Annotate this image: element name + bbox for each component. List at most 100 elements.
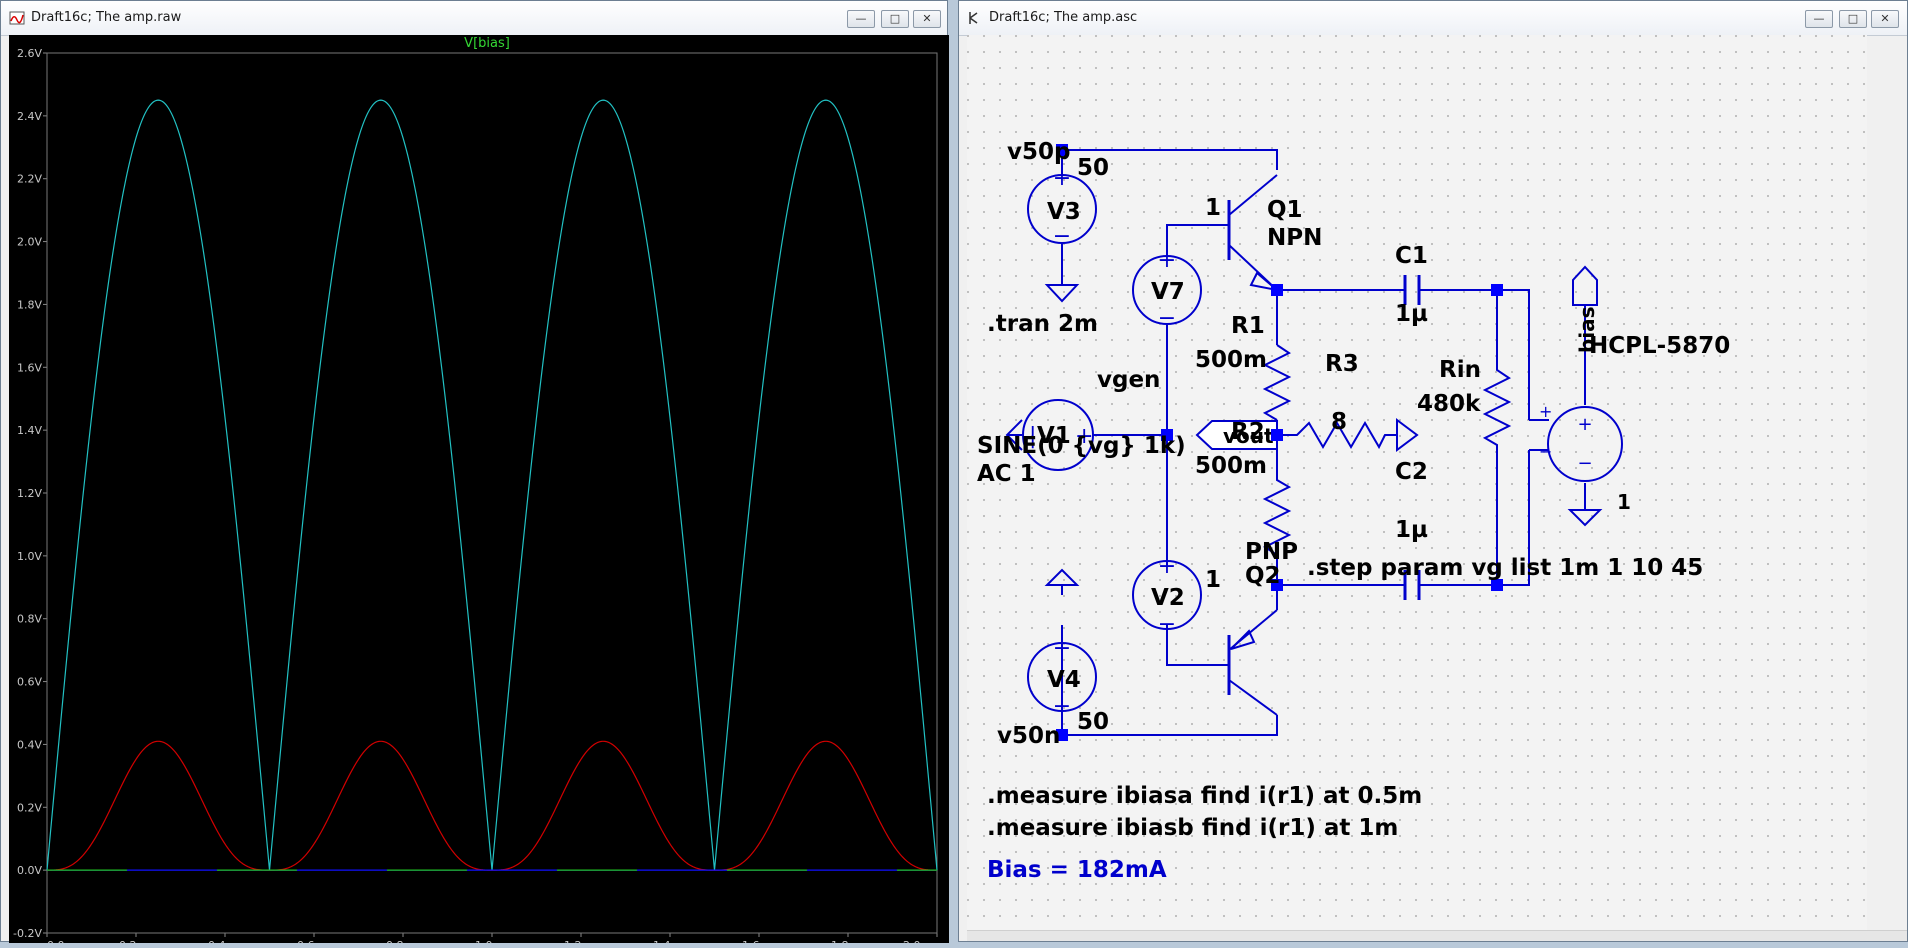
- x-tick-label: 0.8ms: [386, 939, 420, 943]
- minimize-button[interactable]: —: [1805, 10, 1833, 28]
- x-tick-label: 0.6ms: [297, 939, 331, 943]
- x-tick-label: 0.4ms: [208, 939, 242, 943]
- net-label-vgen[interactable]: vgen: [1097, 367, 1160, 393]
- net-label-v50p[interactable]: v50p: [1007, 139, 1070, 165]
- net-label-vout[interactable]: vout: [1223, 424, 1274, 448]
- r2-value[interactable]: 500m: [1195, 453, 1267, 479]
- v2-name[interactable]: V2: [1151, 585, 1185, 611]
- c1-name[interactable]: C1: [1395, 243, 1428, 269]
- svg-text:|: |: [1029, 424, 1036, 449]
- schematic-drawing[interactable]: + − + − + − + − | +: [967, 35, 1867, 933]
- junctions: [1056, 144, 1503, 741]
- net-label-v50n[interactable]: v50n: [997, 723, 1060, 749]
- y-tick-label: 0.6V: [17, 676, 42, 689]
- trace-series-2[interactable]: [47, 740, 937, 871]
- y-tick-label: 2.0V: [17, 236, 42, 249]
- maximize-button[interactable]: □: [1839, 10, 1867, 28]
- y-tick-label: 2.2V: [17, 173, 42, 186]
- v4-value[interactable]: 50: [1077, 709, 1109, 735]
- svg-text:+: +: [1053, 636, 1071, 661]
- schematic-window-title: Draft16c; The amp.asc: [989, 10, 1138, 25]
- c2-value[interactable]: 1µ: [1395, 517, 1428, 543]
- voltage-source-v2[interactable]: + −: [1132, 554, 1202, 637]
- maximize-button[interactable]: □: [881, 10, 909, 28]
- x-tick-label: 0.2ms: [119, 939, 153, 943]
- schematic-canvas[interactable]: + − + − + − + − | +: [967, 35, 1867, 933]
- hcpl-5870-source[interactable]: + − + −: [1539, 402, 1623, 482]
- measure-b-directive[interactable]: .measure ibiasb find i(r1) at 1m: [987, 815, 1398, 841]
- close-button[interactable]: ✕: [913, 10, 941, 28]
- y-tick-label: 1.2V: [17, 487, 42, 500]
- svg-text:+: +: [1158, 248, 1176, 273]
- q1-name[interactable]: Q1: [1267, 197, 1303, 223]
- y-tick-label: 2.6V: [17, 47, 42, 60]
- step-directive[interactable]: .step param vg list 1m 1 10 45: [1307, 555, 1703, 581]
- q2-emitter-arrow: [1230, 629, 1256, 650]
- svg-text:−: −: [1053, 694, 1071, 719]
- net-label-bias[interactable]: bias: [1575, 306, 1599, 353]
- voltage-source-v1[interactable]: | +: [1022, 399, 1094, 471]
- grid-dots: [967, 35, 1867, 933]
- svg-text:−: −: [1158, 612, 1176, 637]
- r1-value[interactable]: 500m: [1195, 347, 1267, 373]
- tran-directive[interactable]: .tran 2m: [987, 311, 1098, 337]
- schematic-window: Draft16c; The amp.asc — □ ✕: [958, 0, 1908, 942]
- waveform-app-icon: [9, 11, 25, 25]
- capacitor-plates: [1227, 275, 1421, 695]
- hcpl-gain-label[interactable]: 1: [1617, 490, 1631, 514]
- waveform-plot[interactable]: V[bias] 2.6V2.4V2.2V2.0V1.8V1.6V1.4V1.2V…: [9, 35, 949, 948]
- bias-comment[interactable]: Bias = 182mA: [987, 857, 1167, 883]
- v4-name[interactable]: V4: [1047, 667, 1081, 693]
- x-tick-label: 1.6ms: [742, 939, 776, 943]
- c2-name[interactable]: C2: [1395, 459, 1428, 485]
- y-tick-label: -0.2V: [13, 927, 42, 940]
- voltage-source-v7[interactable]: + −: [1132, 248, 1202, 331]
- voltage-source-v4[interactable]: + −: [1027, 636, 1097, 719]
- svg-text:−: −: [1158, 306, 1176, 331]
- c1-value[interactable]: 1µ: [1395, 301, 1428, 327]
- ac-spec[interactable]: AC 1: [977, 461, 1036, 487]
- y-tick-label: 1.6V: [17, 361, 42, 374]
- v3-value[interactable]: 50: [1077, 155, 1109, 181]
- minimize-button[interactable]: —: [847, 10, 875, 28]
- svg-text:−: −: [1577, 453, 1592, 474]
- svg-text:+: +: [1539, 402, 1552, 421]
- schematic-titlebar[interactable]: Draft16c; The amp.asc — □ ✕: [959, 1, 1907, 36]
- v1-name[interactable]: V1: [1037, 423, 1071, 449]
- r3-value[interactable]: 8: [1331, 409, 1347, 435]
- q2-count[interactable]: 1: [1205, 567, 1221, 593]
- y-tick-label: 1.8V: [17, 298, 42, 311]
- schematic-app-icon: [969, 12, 978, 24]
- svg-text:+: +: [1053, 166, 1071, 191]
- rin-name[interactable]: Rin: [1439, 357, 1481, 383]
- q1-count[interactable]: 1: [1205, 195, 1221, 221]
- y-tick-label: 0.0V: [17, 864, 42, 877]
- trace-series-1[interactable]: [46, 99, 938, 871]
- v7-name[interactable]: V7: [1151, 279, 1185, 305]
- q1-type[interactable]: NPN: [1267, 225, 1322, 251]
- x-tick-label: 0.0ms: [47, 939, 81, 943]
- waveform-titlebar[interactable]: Draft16c; The amp.raw — □ ✕: [1, 1, 947, 36]
- plot-frame: [46, 52, 938, 934]
- x-tick-label: 1.4ms: [653, 939, 687, 943]
- y-tick-label: 2.4V: [17, 110, 42, 123]
- x-tick-label: 1.2ms: [564, 939, 598, 943]
- measure-a-directive[interactable]: .measure ibiasa find i(r1) at 0.5m: [987, 783, 1422, 809]
- q2-type[interactable]: PNP: [1245, 539, 1298, 565]
- close-button[interactable]: ✕: [1871, 10, 1899, 28]
- rin-value[interactable]: 480k: [1417, 391, 1481, 417]
- y-tick-label: 1.0V: [17, 550, 42, 563]
- sine-spec[interactable]: SINE(0 {vg} 1k): [977, 433, 1186, 459]
- svg-text:+: +: [1577, 414, 1592, 435]
- r2-name[interactable]: R2: [1231, 419, 1265, 445]
- r3-name[interactable]: R3: [1325, 351, 1359, 377]
- horizontal-scrollbar[interactable]: [967, 930, 1907, 941]
- svg-text:−: −: [1053, 224, 1071, 249]
- r1-name[interactable]: R1: [1231, 313, 1265, 339]
- q2-name[interactable]: Q2: [1245, 563, 1281, 589]
- voltage-source-v3[interactable]: + −: [1027, 166, 1097, 249]
- v3-name[interactable]: V3: [1047, 199, 1081, 225]
- trace-label[interactable]: V[bias]: [464, 36, 510, 51]
- hcpl-name[interactable]: HCPL-5870: [1589, 333, 1730, 359]
